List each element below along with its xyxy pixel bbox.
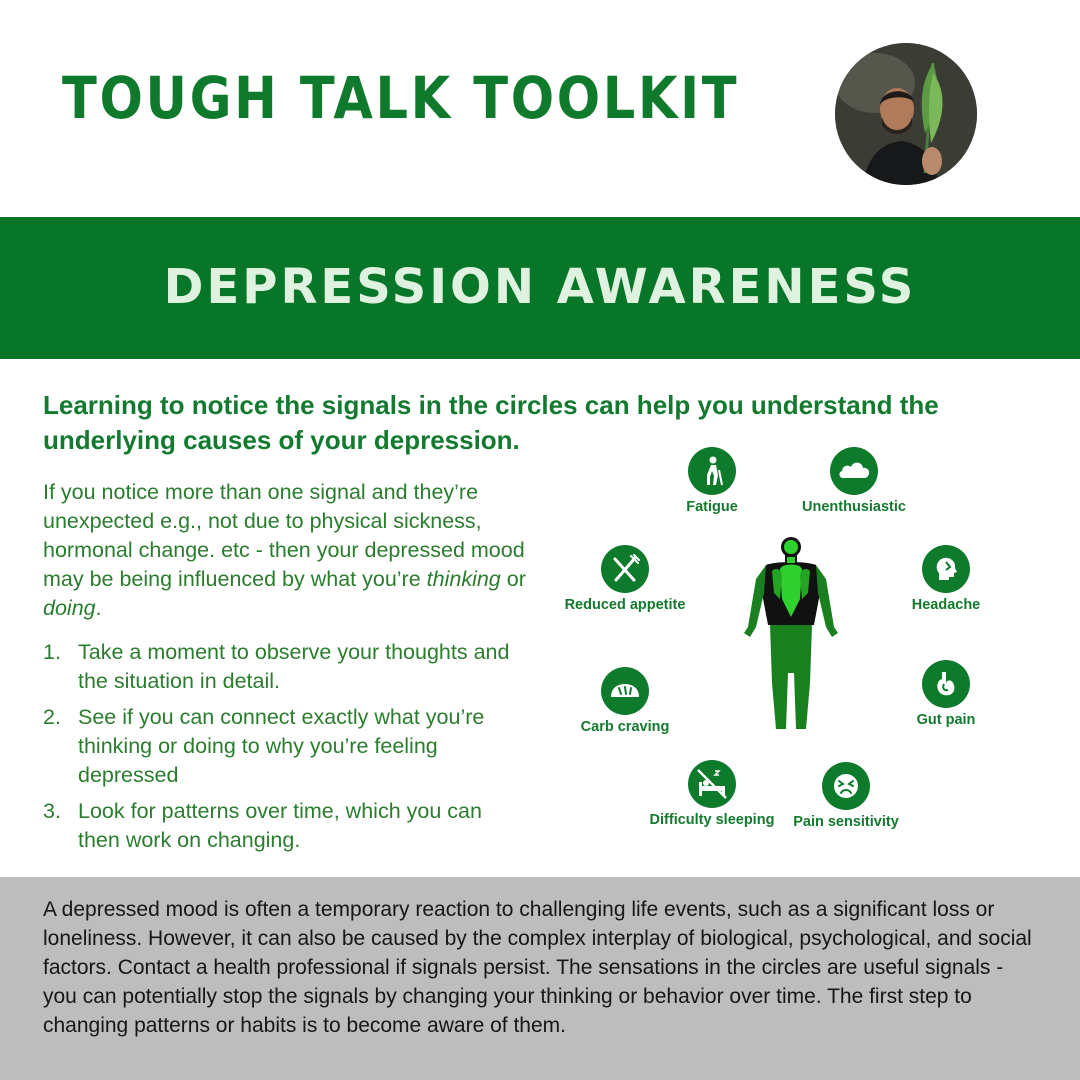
fork-knife-icon	[601, 545, 649, 593]
step-item: 3. Look for patterns over time, which yo…	[43, 797, 513, 855]
signal-label: Carb craving	[580, 719, 670, 735]
signal-fatigue: Fatigue	[647, 447, 777, 516]
lead-statement: Learning to notice the signals in the ci…	[43, 390, 939, 455]
signal-gut-pain: Gut pain	[881, 660, 1011, 729]
intro-paragraph: If you notice more than one signal and t…	[43, 478, 543, 623]
cloud-icon	[830, 447, 878, 495]
bread-icon	[601, 667, 649, 715]
banner-title: DEPRESSION AWARENESS	[163, 259, 917, 315]
intro-text: If you notice more than one signal and t…	[43, 480, 525, 591]
intro-end: .	[95, 596, 102, 620]
sleep-icon	[688, 760, 736, 808]
human-body-figure	[742, 533, 840, 733]
steps-list: 1. Take a moment to observe your thought…	[43, 638, 513, 862]
signal-ring: Fatigue Unenthusiastic Reduced appetite …	[565, 440, 1040, 860]
step-text: See if you can connect exactly what you’…	[78, 705, 485, 787]
section-banner: DEPRESSION AWARENESS	[0, 217, 1080, 359]
fatigue-icon	[688, 447, 736, 495]
signal-difficulty-sleeping: Difficulty sleeping	[647, 760, 777, 829]
signal-label: Fatigue	[686, 499, 738, 515]
footer-panel: A depressed mood is often a temporary re…	[0, 877, 1080, 1080]
step-number: 2.	[43, 705, 61, 729]
stomach-icon	[922, 660, 970, 708]
step-text: Look for patterns over time, which you c…	[78, 799, 482, 852]
intro-emphasis-thinking: thinking	[426, 567, 501, 591]
intro-connector: or	[500, 567, 526, 591]
signal-carb-craving: Carb craving	[560, 667, 690, 736]
signal-label: Gut pain	[916, 712, 976, 728]
step-text: Take a moment to observe your thoughts a…	[78, 640, 510, 693]
avatar-photo	[835, 43, 977, 185]
signal-pain-sensitivity: Pain sensitivity	[781, 762, 911, 831]
pain-face-icon	[822, 762, 870, 810]
signal-label: Headache	[911, 597, 981, 613]
step-item: 1. Take a moment to observe your thought…	[43, 638, 513, 696]
intro-emphasis-doing: doing	[43, 596, 96, 620]
step-number: 3.	[43, 799, 61, 823]
step-number: 1.	[43, 640, 61, 664]
signal-reduced-appetite: Reduced appetite	[560, 545, 690, 614]
footer-text: A depressed mood is often a temporary re…	[43, 898, 1032, 1037]
brand-title: TOUGH TALK TOOLKIT	[62, 64, 740, 132]
signal-headache: Headache	[881, 545, 1011, 614]
signal-label: Reduced appetite	[564, 597, 686, 613]
headache-icon	[922, 545, 970, 593]
signal-label: Pain sensitivity	[793, 814, 899, 830]
signal-label: Unenthusiastic	[802, 499, 906, 515]
step-item: 2. See if you can connect exactly what y…	[43, 703, 513, 790]
signal-label: Difficulty sleeping	[649, 812, 775, 828]
signal-unenthusiastic: Unenthusiastic	[789, 447, 919, 516]
